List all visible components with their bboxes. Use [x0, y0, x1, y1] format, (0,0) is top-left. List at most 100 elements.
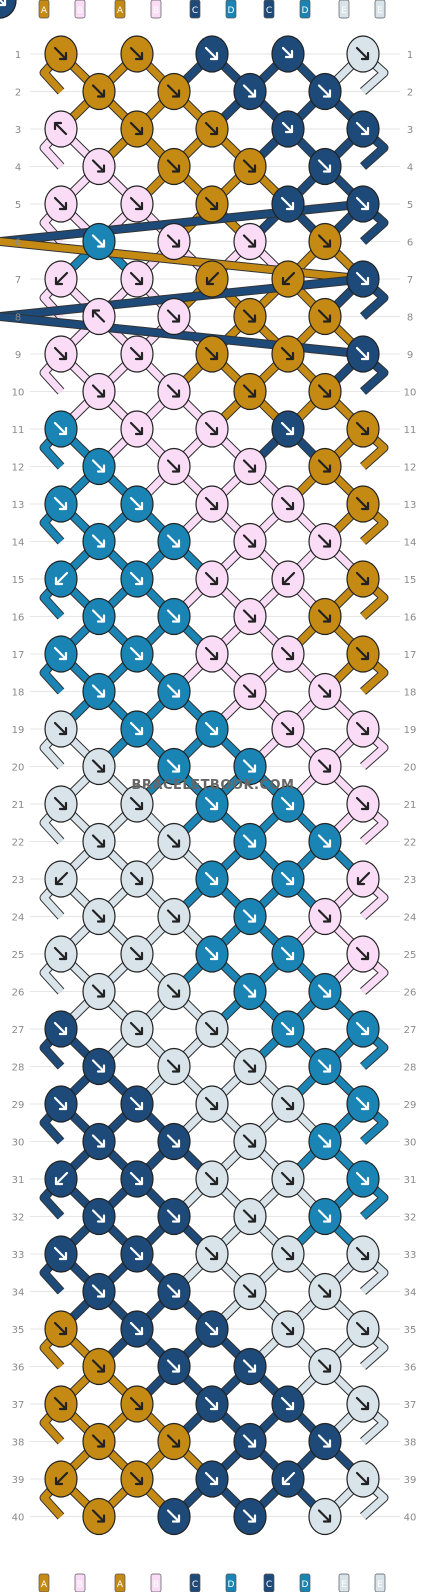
row-number-right: 23	[404, 875, 417, 886]
arrow-icon	[91, 1134, 106, 1148]
string-letter-top: D	[302, 6, 309, 16]
row-number-left: 30	[12, 1138, 25, 1149]
row-number-right: 19	[404, 725, 417, 736]
arrow-icon	[281, 271, 296, 286]
arrow-icon	[205, 271, 220, 286]
arrow-icon	[166, 1509, 181, 1523]
arrow-icon	[166, 159, 181, 173]
knot	[346, 1235, 380, 1273]
knot	[233, 72, 267, 111]
arrow-icon	[317, 159, 332, 173]
arrow-icon	[355, 1321, 370, 1336]
row-number-left: 3	[15, 125, 21, 136]
knot	[157, 522, 191, 561]
knot	[195, 1385, 229, 1423]
knot	[308, 1197, 342, 1236]
arrow-icon	[204, 796, 219, 811]
row-number-left: 20	[12, 763, 25, 774]
knot	[195, 1310, 229, 1348]
knot	[271, 1160, 305, 1198]
arrow-icon	[53, 796, 68, 811]
knot	[308, 147, 342, 186]
knot	[271, 260, 305, 298]
arrow-icon	[317, 459, 332, 473]
knot	[233, 1497, 267, 1536]
string-letter-bottom: D	[228, 1580, 235, 1590]
arrow-icon	[91, 1359, 106, 1373]
arrow-icon	[317, 384, 332, 398]
arrow-icon	[53, 1396, 68, 1411]
row-number-left: 28	[12, 1063, 25, 1074]
string-end-bottom	[74, 1573, 86, 1592]
knot	[271, 1460, 305, 1498]
knot	[120, 560, 154, 598]
row-number-left: 5	[15, 200, 21, 211]
row-number-right: 30	[404, 1138, 417, 1149]
knot	[346, 410, 380, 448]
knot	[44, 185, 78, 223]
knot	[233, 297, 267, 336]
arrow-icon	[129, 1246, 144, 1261]
knot	[233, 672, 267, 711]
row-number-right: 4	[407, 163, 413, 174]
arrow-icon	[355, 46, 370, 61]
knot	[271, 1310, 305, 1348]
row-number-right: 21	[404, 800, 417, 811]
arrow-icon	[281, 46, 294, 59]
row-number-left: 37	[12, 1400, 25, 1411]
arrow-icon	[317, 684, 332, 698]
knot	[157, 1197, 191, 1236]
string-end-bottom	[263, 1573, 275, 1592]
knot	[308, 1497, 342, 1536]
arrow-icon	[53, 346, 68, 361]
knot	[233, 1422, 267, 1461]
knot	[120, 1160, 154, 1198]
knot	[346, 1460, 380, 1498]
knot	[44, 560, 78, 598]
arrow-icon	[355, 421, 370, 436]
row-number-left: 13	[12, 500, 25, 511]
arrow-icon	[129, 646, 144, 661]
arrow-icon	[280, 1396, 295, 1411]
arrow-icon	[204, 1021, 219, 1036]
arrow-icon	[166, 234, 181, 248]
arrow-icon	[166, 309, 181, 323]
knot	[308, 1347, 342, 1386]
knot	[82, 747, 116, 786]
arrow-icon	[280, 721, 295, 736]
arrow-icon	[54, 271, 69, 286]
arrow-icon	[204, 646, 219, 661]
knot	[195, 1085, 229, 1123]
arrow-icon	[204, 1321, 219, 1336]
knot	[157, 897, 191, 936]
row-number-right: 7	[407, 275, 413, 286]
knot	[120, 485, 154, 523]
arrow-icon	[91, 309, 106, 323]
row-number-left: 25	[12, 950, 25, 961]
arrow-icon	[166, 459, 181, 473]
knot	[195, 635, 229, 673]
row-number-right: 25	[404, 950, 417, 961]
row-number-right: 1	[407, 50, 413, 61]
string-end-bottom	[189, 1573, 201, 1592]
knot	[195, 110, 229, 148]
knot	[82, 447, 116, 486]
row-number-right: 20	[404, 763, 417, 774]
arrow-icon	[91, 84, 106, 98]
knot	[346, 710, 380, 748]
knot	[271, 1385, 305, 1423]
knot	[0, 0, 17, 19]
arrow-icon	[166, 1059, 181, 1073]
arrow-icon	[129, 346, 144, 361]
knot	[82, 897, 116, 936]
arrow-icon	[355, 721, 370, 736]
arrow-icon	[355, 1246, 370, 1261]
arrow-icon	[242, 1434, 257, 1448]
knot	[120, 1085, 154, 1123]
knot	[44, 935, 78, 973]
row-number-right: 33	[404, 1250, 417, 1261]
knot	[233, 1047, 267, 1086]
arrow-icon	[281, 571, 296, 586]
arrow-icon	[204, 871, 219, 886]
knot	[82, 1122, 116, 1161]
